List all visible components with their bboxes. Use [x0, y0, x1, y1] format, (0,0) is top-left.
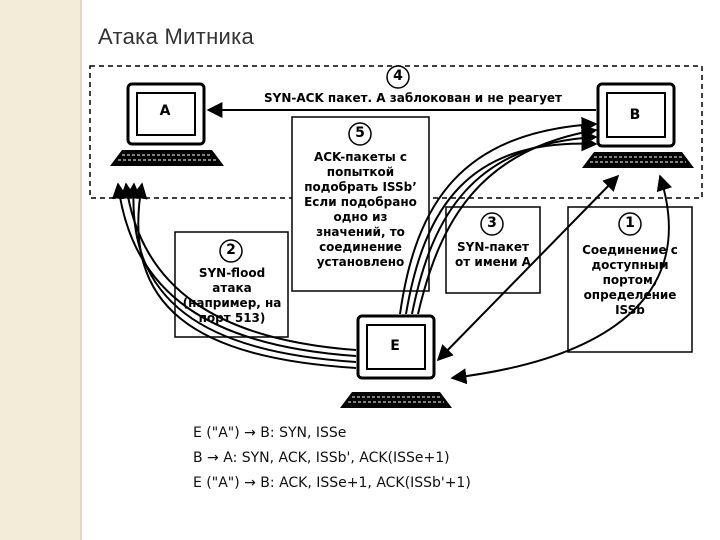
host-b-label: B	[629, 107, 641, 123]
step-5-box	[291, 116, 430, 292]
step-2-number: 2	[226, 242, 236, 258]
sequence-line-3: E ("A") → B: ACK, ISSe+1, ACK(ISSb'+1)	[193, 475, 471, 491]
step-5-label: ACK-пакеты с попыткой подобрать ISSb’ Ес…	[304, 150, 417, 269]
sidebar-decoration	[0, 0, 80, 540]
step-5-number: 5	[355, 125, 365, 141]
step-5-circle	[348, 122, 372, 146]
host-e-label: E	[390, 338, 400, 354]
step-2-circle	[219, 239, 243, 263]
step-4-number: 4	[393, 68, 403, 84]
computer-b-icon	[582, 82, 694, 168]
arrows-syn-flood-e-to-a	[111, 182, 357, 369]
sequence-line-2: B → A: SYN, ACK, ISSb', ACK(ISSe+1)	[193, 450, 450, 466]
step-2-label: SYN-flood атака (например, на порт 513)	[182, 266, 282, 325]
computer-e-icon	[340, 314, 452, 408]
step-1-number: 1	[625, 215, 635, 231]
slide-title: Атака Митника	[98, 24, 255, 49]
step-1-label: Соединение с доступным портом, определен…	[582, 243, 678, 317]
computer-a-icon	[110, 82, 224, 166]
arrow-connect-b-e	[450, 174, 673, 385]
step-4-circle	[386, 65, 410, 89]
sequence-line-1: E ("A") → B: SYN, ISSe	[193, 425, 347, 441]
step-3-number: 3	[487, 215, 497, 231]
sidebar-edge	[80, 0, 82, 540]
step-3-label: SYN-пакет от имени A	[455, 240, 531, 269]
step-4-label: SYN-ACK пакет. A заблокован и не реагует	[248, 91, 578, 106]
host-a-label: A	[159, 103, 171, 119]
